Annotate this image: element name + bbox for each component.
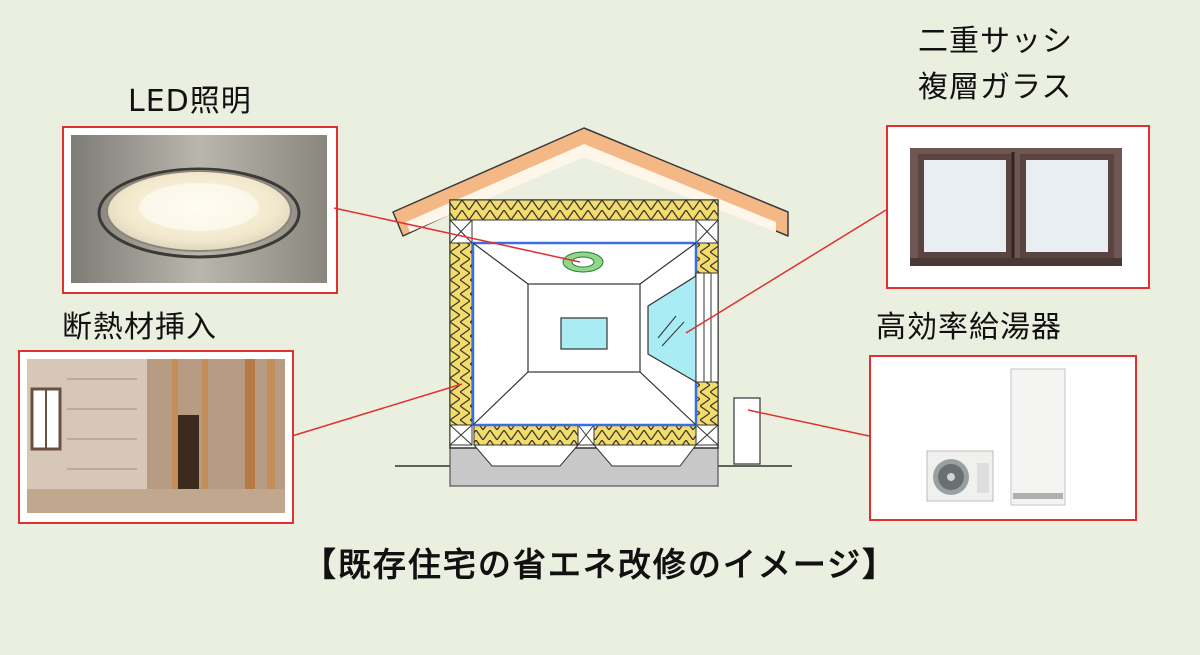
- callout-line-insulation: [291, 383, 463, 437]
- water-heater-photo-box: [869, 355, 1137, 521]
- water-heater-image: [926, 368, 1066, 506]
- insulation-label: 断熱材挿入: [62, 310, 217, 345]
- right-wall-insulation-lower: [695, 381, 719, 426]
- water-heater-label: 高効率給湯器: [876, 310, 1062, 345]
- ceiling-light-image: [71, 135, 327, 283]
- diagram-caption: 【既存住宅の省エネ改修のイメージ】: [302, 545, 898, 584]
- led-lighting-label: LED照明: [128, 84, 252, 119]
- back-wall: [527, 283, 641, 373]
- floor-insulation-left: [473, 424, 579, 446]
- back-window: [560, 317, 608, 350]
- double-window-photo-box: [886, 125, 1150, 289]
- left-wall-insulation: [449, 242, 473, 426]
- insulated-wall-image: [27, 359, 285, 513]
- callout-line-led: [333, 207, 581, 263]
- double-sash-label: 二重サッシ: [918, 24, 1073, 59]
- callout-lines: [291, 207, 887, 437]
- insulation-photo-box: [18, 350, 294, 524]
- window-frame-exterior: [695, 272, 719, 383]
- floor-insulation-right: [593, 424, 697, 446]
- double-glazing-label: 複層ガラス: [918, 70, 1073, 105]
- callout-line-window: [685, 209, 887, 334]
- led-light-photo-box: [62, 126, 338, 294]
- callout-line-water-heater: [747, 409, 870, 437]
- outdoor-water-heater-unit: [733, 397, 761, 465]
- ceiling-insulation: [449, 199, 719, 221]
- right-wall-insulation-upper: [695, 242, 719, 274]
- double-sash-window-image: [910, 148, 1122, 266]
